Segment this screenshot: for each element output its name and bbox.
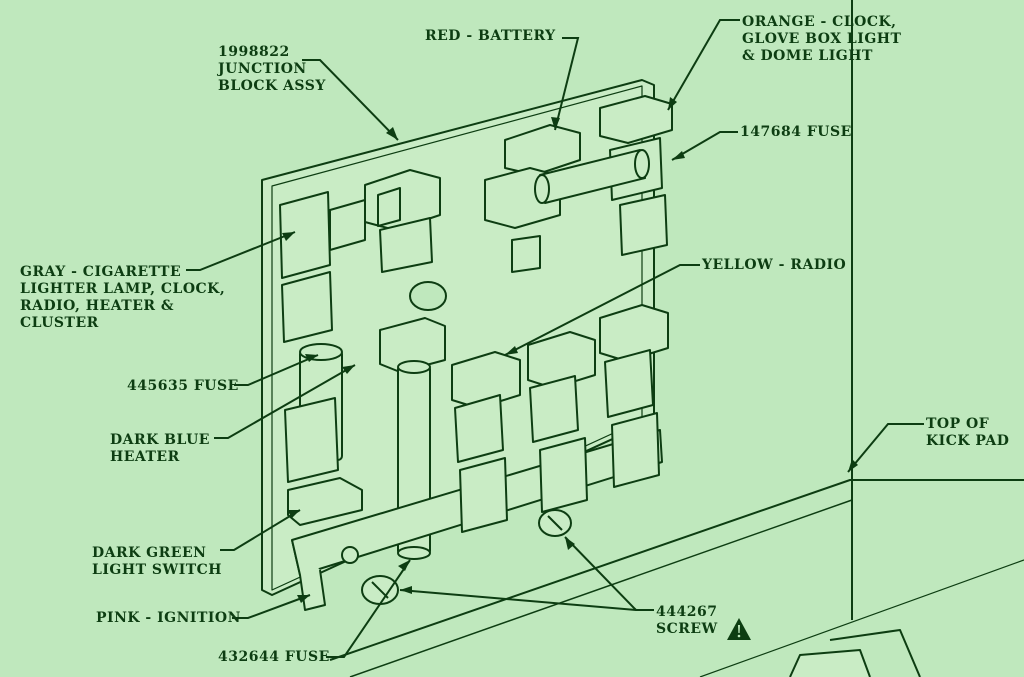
left-clip-heater xyxy=(284,397,339,483)
board-hole xyxy=(409,281,447,311)
leader-screw-b xyxy=(564,536,637,611)
top-clip-orange xyxy=(599,95,673,144)
leader-red-battery xyxy=(554,37,580,131)
leader-dark-green xyxy=(220,509,301,551)
leader-yellow-radio xyxy=(504,264,700,356)
small-tab xyxy=(511,235,541,273)
leader-fuse-147684 xyxy=(671,131,738,161)
bus-bar-hole xyxy=(341,546,359,564)
kick-pad-lower-edge xyxy=(349,499,853,677)
label-red-battery: RED - BATTERY xyxy=(425,28,556,44)
top-clip-battery xyxy=(504,124,581,176)
leader-fuse-432644 xyxy=(326,559,411,658)
center-clip-top xyxy=(379,317,446,373)
kick-pad-bracket xyxy=(789,649,871,677)
leader-screw-a xyxy=(399,589,654,611)
left-clip-light-switch xyxy=(287,477,363,526)
label-junction-block: 1998822 JUNCTION BLOCK ASSY xyxy=(218,44,326,94)
label-pink-ignition: PINK - IGNITION xyxy=(96,610,241,626)
label-fuse-432644: 432644 FUSE xyxy=(218,649,330,665)
clip-row-2 xyxy=(527,331,596,389)
left-clip-gray xyxy=(279,191,331,279)
label-screw-444267: 444267 SCREW xyxy=(656,604,718,637)
label-fuse-445635: 445635 FUSE xyxy=(127,378,239,394)
clip-yellow-radio xyxy=(451,351,521,409)
kick-pad-top-edge xyxy=(329,479,1024,661)
leader-kick-pad xyxy=(847,423,924,473)
leader-orange xyxy=(667,19,740,111)
label-fuse-147684: 147684 FUSE xyxy=(740,124,852,140)
leader-dark-blue xyxy=(214,364,356,439)
label-dark-green-light-switch: DARK GREEN LIGHT SWITCH xyxy=(92,545,223,578)
leader-pink xyxy=(232,594,311,619)
label-dark-blue-heater: DARK BLUE HEATER xyxy=(110,432,210,465)
warning-triangle-icon xyxy=(727,618,751,640)
leader-fuse-445635 xyxy=(234,354,319,386)
label-yellow-radio: YELLOW - RADIO xyxy=(702,257,847,273)
label-gray-cigarette: GRAY - CIGARETTE LIGHTER LAMP, CLOCK, RA… xyxy=(20,264,226,331)
label-orange-clock: ORANGE - CLOCK, GLOVE BOX LIGHT & DOME L… xyxy=(742,14,902,64)
leader-junction-block xyxy=(302,59,399,141)
leader-gray xyxy=(186,231,296,271)
clip-row-3 xyxy=(599,304,669,362)
label-top-of-kick-pad: TOP OF KICK PAD xyxy=(926,416,1010,449)
